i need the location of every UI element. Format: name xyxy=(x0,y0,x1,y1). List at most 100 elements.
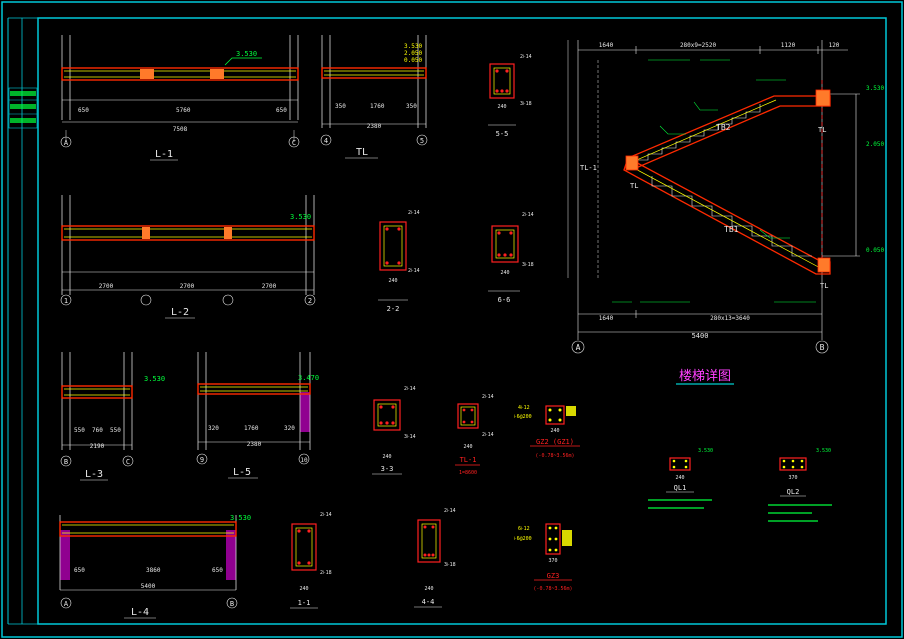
s3-title: 3-3 xyxy=(381,465,394,473)
l1-span-1: 650 xyxy=(78,107,89,114)
tl-title: TL xyxy=(356,147,368,158)
l5-axis-10: 10 xyxy=(300,457,308,464)
gz2-sub: (-0.78~3.56m) xyxy=(535,453,574,459)
s2-bot: 2⊦14 xyxy=(408,268,420,274)
beam-tl xyxy=(320,35,428,159)
s6-width: 240 xyxy=(500,270,509,276)
stair-label-tl-bottom: TL xyxy=(820,282,828,290)
gz3-stirrup: ⊦6@200 xyxy=(514,536,532,542)
s3-bot: 3⊦14 xyxy=(404,434,416,440)
l1-title: L-1 xyxy=(155,149,173,160)
l1-span-2: 5760 xyxy=(176,107,191,114)
l1-span-3: 650 xyxy=(276,107,287,114)
l5-total: 2380 xyxy=(247,441,262,448)
stair-level-top: 3.530 xyxy=(866,85,884,92)
l3-span-1: 550 xyxy=(74,427,85,434)
l2-axis-1: 1 xyxy=(64,297,68,305)
tl-span-2: 1760 xyxy=(370,103,385,110)
stair-total: 5400 xyxy=(692,332,709,340)
l5-title: L-5 xyxy=(233,467,251,478)
s5-top: 2⊦14 xyxy=(520,54,532,60)
stair-detail xyxy=(567,40,860,385)
l1-level: 3.530 xyxy=(236,50,257,58)
beam-l3 xyxy=(60,352,134,481)
stair-bot-dim-1: 1640 xyxy=(599,315,614,322)
l2-span-1: 2700 xyxy=(99,283,114,290)
beam-l1 xyxy=(60,35,300,161)
l4-total: 5400 xyxy=(141,583,156,590)
l5-span-1: 320 xyxy=(208,425,219,432)
title-block xyxy=(7,17,38,625)
l3-total: 2190 xyxy=(90,443,105,450)
l3-level: 3.530 xyxy=(144,375,165,383)
s6-bot: 3⊦18 xyxy=(522,262,534,268)
ql2-title: QL2 xyxy=(787,488,800,496)
column-gz2 xyxy=(530,405,580,447)
ring-beam-ql2 xyxy=(779,457,807,497)
l1-axis-a: A xyxy=(64,139,69,147)
stair-top-dim-2: 280x9=2520 xyxy=(680,42,717,49)
ql2-width: 370 xyxy=(788,475,797,481)
stair-top-dim-4: 120 xyxy=(829,42,840,49)
s4-width: 240 xyxy=(424,586,433,592)
stair-label-tl1: TL-1 xyxy=(580,164,597,172)
s2-title: 2-2 xyxy=(387,305,400,313)
section-1-1 xyxy=(290,523,318,609)
l3-title: L-3 xyxy=(85,469,103,480)
tl-level-1: 3.530 xyxy=(404,43,422,50)
s1-bot: 2⊦18 xyxy=(320,570,332,576)
stair-label-tl-left: TL xyxy=(630,182,638,190)
beam-l2 xyxy=(60,195,316,319)
gz2-rebar: 4⊦12 xyxy=(518,405,530,411)
tl1-width: 240 xyxy=(463,444,472,450)
s2-width: 240 xyxy=(388,278,397,284)
s1-width: 240 xyxy=(299,586,308,592)
stair-level-bot: 0.050 xyxy=(866,247,884,254)
ql1-note xyxy=(648,499,712,509)
section-4-4 xyxy=(414,519,442,608)
l3-axis-b: B xyxy=(64,458,68,466)
ql1-width: 240 xyxy=(675,475,684,481)
s3-width: 240 xyxy=(382,454,391,460)
l1-total: 7508 xyxy=(173,126,188,133)
l4-span-2: 3860 xyxy=(146,567,161,574)
s5-width: 240 xyxy=(497,104,506,110)
tl-span-1: 350 xyxy=(335,103,346,110)
gz3-size: 370 xyxy=(548,558,557,564)
l4-axis-a: A xyxy=(64,600,69,608)
l4-span-3: 650 xyxy=(212,567,223,574)
stair-title: 楼梯详图 xyxy=(679,369,731,384)
l2-axis-2: 2 xyxy=(308,297,312,305)
stair-axis-b: B xyxy=(820,343,825,352)
stair-bot-dim-2: 280x13=3640 xyxy=(710,315,750,322)
section-tl1 xyxy=(455,403,480,466)
l4-title: L-4 xyxy=(131,607,149,618)
tl-level-2: 2.050 xyxy=(404,50,422,57)
tl-axis-5: 5 xyxy=(420,137,424,145)
axis-c-bubble xyxy=(288,136,300,148)
l5-axis-9: 9 xyxy=(200,456,204,464)
gz2-title: GZ2 (GZ1) xyxy=(536,438,574,446)
l3-span-2: 760 xyxy=(92,427,103,434)
s4-top: 2⊦14 xyxy=(444,508,456,514)
gz3-title: GZ3 xyxy=(547,572,560,580)
tl1-bot: 2⊦14 xyxy=(482,432,494,438)
stair-level-mid: 2.050 xyxy=(866,141,884,148)
tl1-sub: 1=8600 xyxy=(459,470,477,476)
tl-total: 2380 xyxy=(367,123,382,130)
column-gz3 xyxy=(534,523,572,581)
stair-label-tl-right: TL xyxy=(818,126,826,134)
section-6-6 xyxy=(488,225,520,292)
s4-title: 4-4 xyxy=(422,598,435,606)
l5-span-3: 320 xyxy=(284,425,295,432)
stair-axis-a: A xyxy=(576,343,581,352)
tl1-title: TL-1 xyxy=(460,456,477,464)
beam-l5 xyxy=(196,352,311,479)
section-5-5 xyxy=(488,63,516,126)
ring-beam-ql1 xyxy=(666,457,694,493)
stair-label-tb2: TB2 xyxy=(716,123,731,132)
s2-top: 2⊦14 xyxy=(408,210,420,216)
tl-span-3: 350 xyxy=(406,103,417,110)
gz2-stirrup: ⊦6@200 xyxy=(514,414,532,420)
